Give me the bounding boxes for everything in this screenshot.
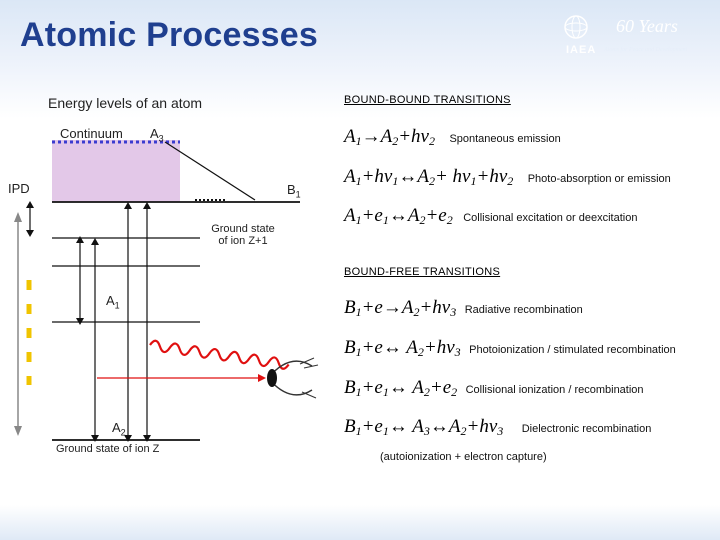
bound-bound-heading: BOUND-BOUND TRANSITIONS [344, 94, 511, 106]
continuum-label: Continuum [60, 126, 123, 141]
b1-label: B1 [287, 182, 301, 200]
a2-label: A2 [112, 420, 126, 438]
diagram-heading: Energy levels of an atom [48, 95, 203, 111]
bb-eq-2: A1+hν1↔A2+ hν1+hν2 [344, 166, 514, 188]
bb-row-2: A1+hν1↔A2+ hν1+hν2 Photo-absorption or e… [344, 166, 671, 189]
a1-label: A1 [106, 293, 120, 311]
bf-row-4: B1+e1↔ A3↔A2+hν3 Dielectronic recombinat… [344, 416, 651, 439]
bb-note-2: Photo-absorption or emission [527, 173, 671, 185]
photon-wave [149, 339, 290, 370]
a3-label: A3 [150, 126, 164, 144]
bf-row-2: B1+e↔ A2+hν3 Photoionization / stimulate… [344, 337, 676, 360]
logo-years: 60 Years [616, 16, 678, 36]
observer-eye-icon [267, 357, 319, 399]
bf-eq-4: B1+e1↔ A3↔A2+hν3 [344, 416, 504, 438]
bound-free-heading: BOUND-FREE TRANSITIONS [344, 266, 501, 278]
bb-eq-1: A1→A2+hν2 [344, 126, 435, 148]
bb-note-3: Collisional excitation or deexcitation [463, 212, 638, 224]
bf-eq-3: B1+e1↔ A2+e2 [344, 377, 458, 399]
ground-ion-z1-label: Ground state of ion Z+1 [211, 223, 275, 247]
bb-row-1: A1→A2+hν2 Spontaneous emission [344, 126, 561, 149]
iaea-logo: 60 Years IAEA Atoms for Peace and Develo… [556, 10, 706, 60]
bf-footnote: (autoionization + electron capture) [380, 451, 547, 463]
bb-eq-3: A1+e1↔A2+e2 [344, 205, 453, 227]
ipd-label: IPD [8, 181, 30, 196]
logo-agency: IAEA [566, 44, 597, 56]
bf-note-3: Collisional ionization / recombination [465, 384, 644, 396]
bf-note-1: Radiative recombination [464, 304, 583, 316]
bf-eq-2: B1+e↔ A2+hν3 [344, 337, 461, 359]
bf-eq-1: B1+e→A2+hν3 [344, 297, 457, 319]
bb-note-1: Spontaneous emission [449, 133, 561, 145]
bf-note-4: Dielectronic recombination [521, 423, 652, 435]
a3-b1-transition [164, 141, 256, 201]
un-emblem-icon [564, 15, 588, 39]
page-title: Atomic Processes [20, 16, 319, 54]
logo-tagline: Atoms for Peace and Development [604, 47, 688, 53]
bb-row-3: A1+e1↔A2+e2 Collisional excitation or de… [344, 205, 637, 228]
bf-row-3: B1+e1↔ A2+e2 Collisional ionization / re… [344, 377, 644, 400]
bf-note-2: Photoionization / stimulated recombinati… [469, 344, 676, 356]
bf-row-1: B1+e→A2+hν3 Radiative recombination [344, 297, 583, 320]
ground-ion-z-label: Ground state of ion Z [56, 443, 160, 455]
bottom-gradient-band [0, 505, 720, 540]
continuum-shade [52, 140, 180, 202]
